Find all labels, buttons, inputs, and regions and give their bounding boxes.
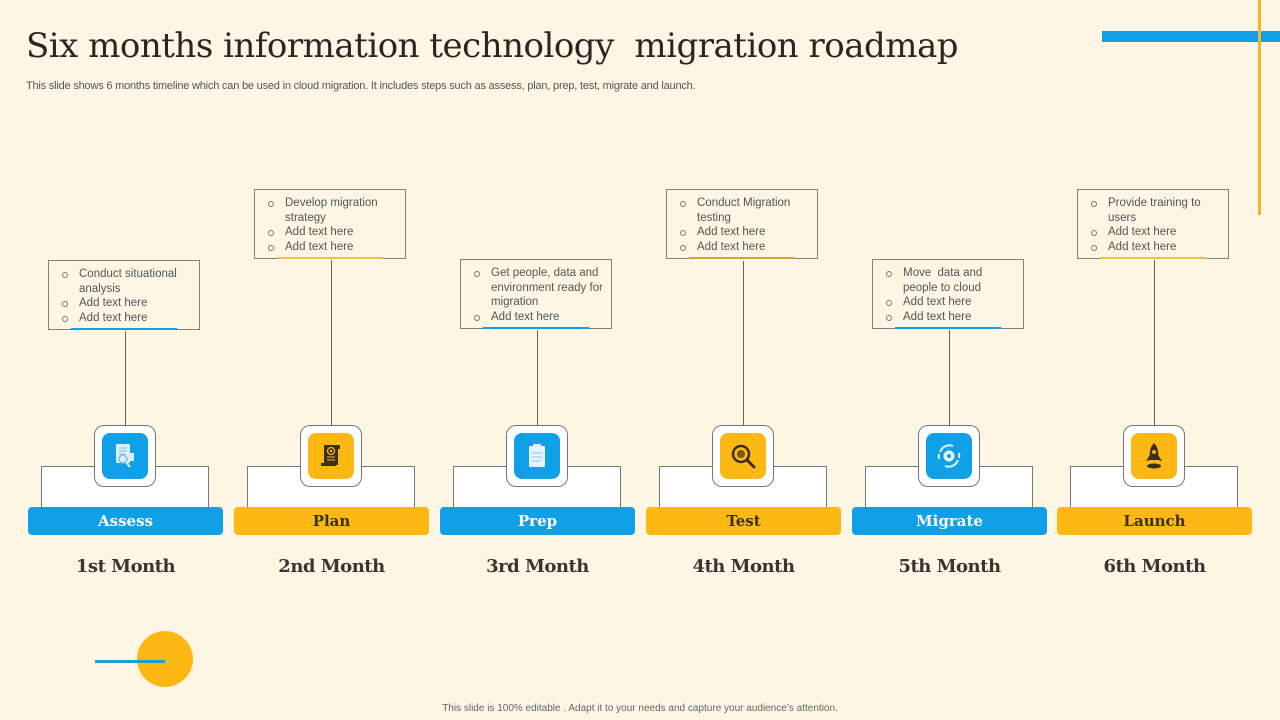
bullet-item: Add text here xyxy=(59,311,193,326)
bullet-item: Add text here xyxy=(471,310,605,325)
stage-label-plan: Plan xyxy=(234,507,429,535)
clipboard-icon xyxy=(514,433,560,479)
stage-label-launch: Launch xyxy=(1057,507,1252,535)
stage-assess: Conduct situational analysis Add text he… xyxy=(28,0,224,600)
bullet-item: Get people, data and environment ready f… xyxy=(471,266,605,310)
document-search-icon xyxy=(102,433,148,479)
icon-frame xyxy=(1123,425,1185,487)
bullet-item: Add text here xyxy=(677,225,811,240)
gear-cycle-icon xyxy=(926,433,972,479)
icon-frame xyxy=(94,425,156,487)
icon-frame xyxy=(300,425,362,487)
decorative-line-right xyxy=(1258,0,1261,215)
connector-line xyxy=(537,330,538,425)
connector-line xyxy=(949,330,950,425)
bullet-item: Add text here xyxy=(1088,240,1222,255)
rocket-icon xyxy=(1131,433,1177,479)
page-title: Six months information technology migrat… xyxy=(26,26,959,66)
icon-frame xyxy=(918,425,980,487)
stage-textbox: Develop migration strategy Add text here… xyxy=(254,189,406,259)
magnifier-icon xyxy=(720,433,766,479)
icon-frame xyxy=(712,425,774,487)
textbox-accent xyxy=(71,328,177,330)
stage-prep: Get people, data and environment ready f… xyxy=(440,0,636,600)
bullet-item: Add text here xyxy=(883,295,1017,310)
bullet-item: Move data and people to cloud xyxy=(883,266,1017,295)
stage-label-test: Test xyxy=(646,507,841,535)
stage-textbox: Provide training to users Add text here … xyxy=(1077,189,1229,259)
connector-line xyxy=(125,331,126,425)
stage-plan: Develop migration strategy Add text here… xyxy=(234,0,430,600)
decorative-bar-bottom xyxy=(95,660,165,663)
icon-frame xyxy=(506,425,568,487)
stage-label-assess: Assess xyxy=(28,507,223,535)
bullet-item: Conduct Migration testing xyxy=(677,196,811,225)
footer-note: This slide is 100% editable . Adapt it t… xyxy=(442,703,838,714)
textbox-accent xyxy=(1100,257,1206,259)
bullet-item: Add text here xyxy=(265,225,399,240)
bullet-item: Develop migration strategy xyxy=(265,196,399,225)
textbox-accent xyxy=(483,327,589,329)
stage-textbox: Get people, data and environment ready f… xyxy=(460,259,612,329)
stage-migrate: Move data and people to cloud Add text h… xyxy=(852,0,1048,600)
stage-launch: Provide training to users Add text here … xyxy=(1057,0,1253,600)
textbox-accent xyxy=(277,257,383,259)
decorative-circle xyxy=(137,631,193,687)
bullet-item: Add text here xyxy=(883,310,1017,325)
page-subtitle: This slide shows 6 months timeline which… xyxy=(26,80,696,92)
month-label: 4th Month xyxy=(692,556,795,577)
bullet-item: Provide training to users xyxy=(1088,196,1222,225)
bullet-item: Add text here xyxy=(265,240,399,255)
month-label: 3rd Month xyxy=(486,556,589,577)
bullet-item: Add text here xyxy=(677,240,811,255)
month-label: 5th Month xyxy=(898,556,1001,577)
month-label: 2nd Month xyxy=(278,556,385,577)
bullet-item: Add text here xyxy=(59,296,193,311)
stage-label-migrate: Migrate xyxy=(852,507,1047,535)
stage-label-prep: Prep xyxy=(440,507,635,535)
month-label: 1st Month xyxy=(75,556,176,577)
connector-line xyxy=(1154,260,1155,425)
decorative-bar-top xyxy=(1102,31,1280,42)
stage-textbox: Conduct Migration testing Add text here … xyxy=(666,189,818,259)
connector-line xyxy=(331,260,332,425)
stage-test: Conduct Migration testing Add text here … xyxy=(646,0,842,600)
connector-line xyxy=(743,261,744,425)
month-label: 6th Month xyxy=(1103,556,1206,577)
stage-textbox: Move data and people to cloud Add text h… xyxy=(872,259,1024,329)
bullet-item: Add text here xyxy=(1088,225,1222,240)
textbox-accent xyxy=(895,327,1001,329)
stage-textbox: Conduct situational analysis Add text he… xyxy=(48,260,200,330)
scroll-certificate-icon xyxy=(308,433,354,479)
bullet-item: Conduct situational analysis xyxy=(59,267,193,296)
textbox-accent xyxy=(689,257,795,259)
